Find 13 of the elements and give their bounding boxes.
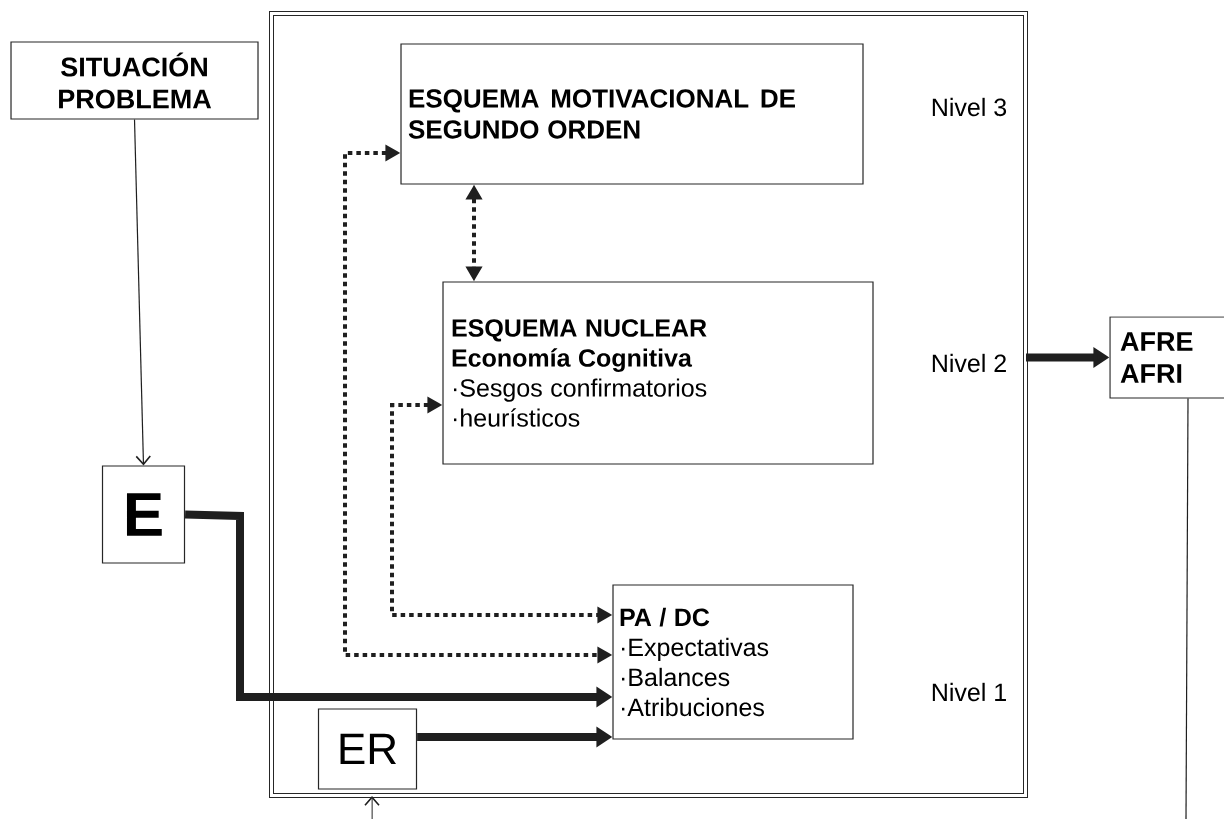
text-box: ER xyxy=(317,708,418,790)
level-label: Nivel 1 xyxy=(932,682,1006,702)
frame-box xyxy=(269,11,1028,798)
level-label: Nivel 3 xyxy=(932,97,1007,117)
text-box: ESQUEMA MOTIVACIONAL DE SEGUNDO ORDEN xyxy=(400,43,864,185)
level-label: Nivel 2 xyxy=(932,353,1006,373)
arrow xyxy=(364,796,380,819)
text-box: AFRE AFRI xyxy=(1109,316,1224,399)
text-box: ESQUEMA NUCLEAR Economía Cognitiva ·Sesgos confirmatorios ·heurísticos xyxy=(442,281,874,465)
text-box: E xyxy=(101,465,186,564)
text-box: SITUACIÓN PROBLEMA xyxy=(10,41,259,120)
arrow xyxy=(133,119,152,466)
text-box: PA / DC ·Expectativas ·Balances ·Atribuciones xyxy=(612,584,854,740)
